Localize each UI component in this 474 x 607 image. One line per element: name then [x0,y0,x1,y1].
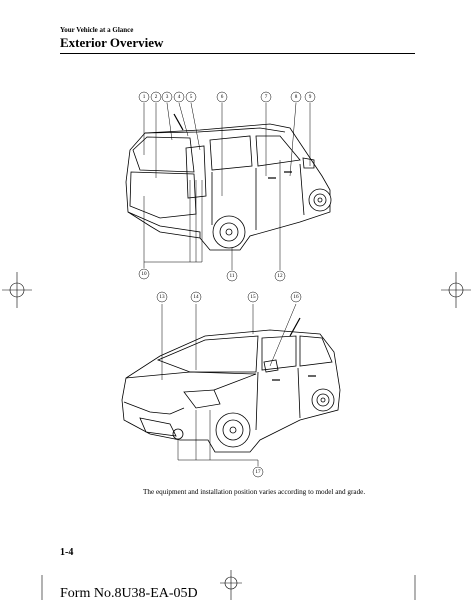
svg-text:13: 13 [159,294,165,300]
title-rule [60,53,415,55]
front-view-car [121,317,341,453]
svg-text:16: 16 [293,294,299,300]
callout-14: 14 [190,291,202,303]
callout-15: 15 [247,291,259,303]
callout-18: 18 [177,465,179,467]
svg-text:9: 9 [309,94,312,100]
callout-17: 17 [252,466,264,478]
callout-13: 13 [156,291,168,303]
svg-text:8: 8 [295,94,298,100]
page-title: Exterior Overview [60,35,164,50]
front-view-leader-lines [161,303,297,466]
svg-text:14: 14 [193,294,199,300]
svg-text:3: 3 [166,94,169,100]
figure-caption: The equipment and installation position … [143,488,366,496]
callout-4: 4 [173,91,185,103]
svg-text:5: 5 [190,94,193,100]
callout-5: 5 [185,91,197,103]
callout-8: 8 [290,91,302,103]
svg-text:7: 7 [265,94,268,100]
section-label: Your Vehicle at a Glance [60,26,134,34]
callout-11: 11 [226,270,238,282]
callout-6: 6 [216,91,228,103]
page-number: 1-4 [60,547,74,558]
svg-text:11: 11 [230,273,235,279]
svg-text:15: 15 [250,294,256,300]
rear-view-leader-lines [143,102,311,270]
svg-text:12: 12 [277,273,283,279]
registration-mark-right [441,272,471,308]
registration-marks [2,272,471,600]
svg-text:1: 1 [143,94,146,100]
callout-2: 2 [150,91,162,103]
svg-text:6: 6 [221,94,224,100]
callout-7: 7 [260,91,272,103]
form-number: Form No.8U38-EA-05D [60,586,198,601]
callout-9: 9 [304,91,316,103]
svg-text:4: 4 [178,94,181,100]
callout-1: 1 [138,91,150,103]
svg-text:17: 17 [255,469,261,475]
registration-mark-left [2,272,32,308]
registration-mark-bottom [41,570,416,600]
callout-10: 10 [138,268,150,280]
callout-16: 16 [290,291,302,303]
rear-view-car [125,113,332,251]
callout-3: 3 [161,91,173,103]
front-view-callouts: 13 14 15 16 17 18 [156,291,302,478]
callout-12: 12 [274,270,286,282]
rear-view-callouts: 1 2 3 4 5 6 7 8 9 10 11 12 [138,91,316,282]
svg-text:10: 10 [141,271,147,277]
svg-text:2: 2 [155,94,158,100]
